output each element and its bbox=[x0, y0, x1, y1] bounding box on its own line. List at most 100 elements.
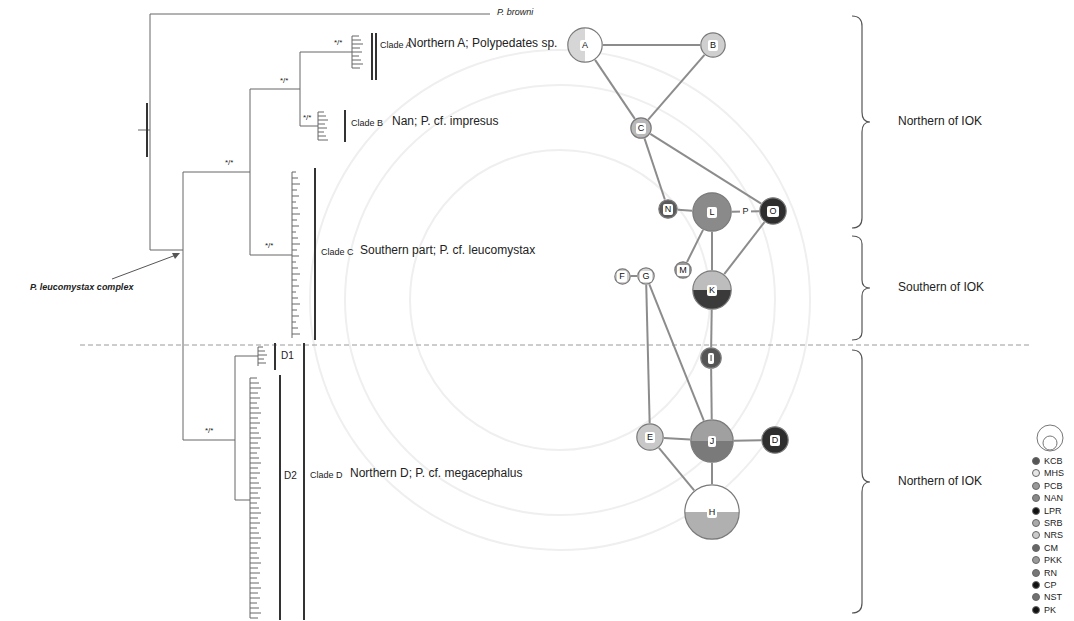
haplotype-letter: N bbox=[663, 204, 674, 215]
legend-swatch bbox=[1032, 544, 1040, 552]
clade-bars bbox=[147, 33, 376, 620]
region-label: Northern of IOK bbox=[898, 475, 982, 489]
legend-item: NRS bbox=[1032, 530, 1063, 540]
haplotype-letter: O bbox=[767, 206, 778, 217]
mutation-link bbox=[678, 209, 692, 212]
legend-swatch bbox=[1032, 507, 1040, 515]
legend-item: PCB bbox=[1032, 481, 1063, 491]
legend-item: NAN bbox=[1032, 493, 1063, 503]
legend-item: PKK bbox=[1032, 555, 1062, 565]
haplotype-circle: F bbox=[614, 268, 631, 285]
haplotype-circle: D bbox=[761, 426, 789, 454]
clade-name: Clade A bbox=[380, 40, 412, 50]
clade-description: Northern A; Polypedates sp. bbox=[408, 37, 557, 51]
clade-description: Nan; P. cf. impresus bbox=[392, 115, 499, 129]
haplotype-letter: G bbox=[640, 271, 651, 282]
legend-text: PKK bbox=[1044, 555, 1062, 565]
legend-swatch bbox=[1032, 482, 1040, 490]
haplotype-circle: K bbox=[692, 270, 732, 310]
support-value: */* bbox=[205, 426, 213, 435]
legend-swatch bbox=[1032, 556, 1040, 564]
support-value: */* bbox=[280, 76, 288, 85]
haplotype-circle: O bbox=[759, 197, 787, 225]
subclade-name: D2 bbox=[284, 470, 297, 482]
haplotype-circle: B bbox=[700, 32, 726, 58]
haplotype-circle: N bbox=[658, 199, 678, 219]
haplotype-circle: C bbox=[630, 117, 652, 139]
mutation-link bbox=[710, 310, 713, 347]
legend-item: MHS bbox=[1032, 468, 1064, 478]
legend-text: MHS bbox=[1044, 468, 1064, 478]
legend-text: NAN bbox=[1044, 493, 1063, 503]
legend-text: RN bbox=[1044, 568, 1057, 578]
legend-text: CM bbox=[1044, 543, 1058, 553]
support-value: */* bbox=[265, 241, 273, 250]
legend-item: PK bbox=[1032, 605, 1056, 615]
haplotype-circle: M bbox=[674, 261, 692, 279]
haplotype-circle: A bbox=[567, 27, 603, 63]
mutation-link bbox=[710, 369, 713, 419]
region-label: Southern of IOK bbox=[898, 281, 984, 295]
mutation-link bbox=[595, 60, 635, 119]
legend-item: CP bbox=[1032, 580, 1057, 590]
legend-item: CM bbox=[1032, 543, 1058, 553]
mutation-link bbox=[711, 232, 713, 270]
species-label: P. browni bbox=[497, 7, 533, 17]
mutation-link bbox=[646, 285, 649, 423]
mutation-link bbox=[711, 463, 713, 484]
support-value: */* bbox=[303, 113, 311, 122]
haplotype-letter: J bbox=[708, 436, 717, 447]
mutation-link bbox=[603, 44, 700, 46]
haplotype-letter: L bbox=[707, 207, 716, 218]
mutation-link bbox=[631, 275, 638, 277]
haplotype-letter: F bbox=[617, 271, 627, 282]
mutation-link bbox=[659, 448, 694, 491]
legend-size-key bbox=[1037, 425, 1063, 451]
legend-text: NST bbox=[1044, 592, 1062, 602]
legend-text: LPR bbox=[1044, 506, 1062, 516]
legend-item: RN bbox=[1032, 568, 1057, 578]
legend-text: KCB bbox=[1044, 456, 1063, 466]
haplotype-circle: I bbox=[700, 347, 722, 369]
mutation-link bbox=[664, 438, 690, 440]
haplotype-circle: H bbox=[684, 484, 740, 540]
clade-name: Clade D bbox=[310, 470, 343, 480]
complex-leader bbox=[112, 253, 180, 279]
legend-item: KCB bbox=[1032, 456, 1063, 466]
legend-swatch bbox=[1032, 494, 1040, 502]
mutation-link bbox=[649, 284, 703, 420]
haplotype-letter: H bbox=[707, 507, 718, 518]
region-divider bbox=[80, 345, 1030, 346]
haplotype-circle: G bbox=[637, 267, 655, 285]
legend-item: LPR bbox=[1032, 506, 1062, 516]
haplotype-circle: L bbox=[692, 192, 732, 232]
mutation-link bbox=[650, 134, 761, 204]
region-braces bbox=[852, 16, 870, 613]
haplotype-circle: J bbox=[690, 419, 734, 463]
legend-swatch bbox=[1032, 606, 1040, 614]
complex-label: P. leucomystax complex bbox=[30, 282, 133, 292]
legend-swatch bbox=[1032, 469, 1040, 477]
legend-swatch bbox=[1032, 581, 1040, 589]
mutation-link bbox=[724, 222, 764, 274]
legend-swatch bbox=[1032, 519, 1040, 527]
legend-text: PCB bbox=[1044, 481, 1063, 491]
legend-text: PK bbox=[1044, 605, 1056, 615]
edge-label: P bbox=[740, 206, 750, 217]
mutation-link bbox=[687, 230, 703, 262]
clade-description: Southern part; P. cf. leucomystax bbox=[360, 244, 535, 258]
legend-item: NST bbox=[1032, 592, 1062, 602]
legend-swatch bbox=[1032, 593, 1040, 601]
mutation-link bbox=[648, 55, 704, 120]
support-value: */* bbox=[334, 38, 342, 47]
haplotype-letter: C bbox=[636, 123, 647, 134]
haplotype-letter: A bbox=[580, 40, 590, 51]
haplotype-letter: B bbox=[708, 40, 718, 51]
region-label: Northern of IOK bbox=[898, 115, 982, 129]
legend-swatch bbox=[1032, 569, 1040, 577]
mutation-link bbox=[644, 138, 664, 199]
